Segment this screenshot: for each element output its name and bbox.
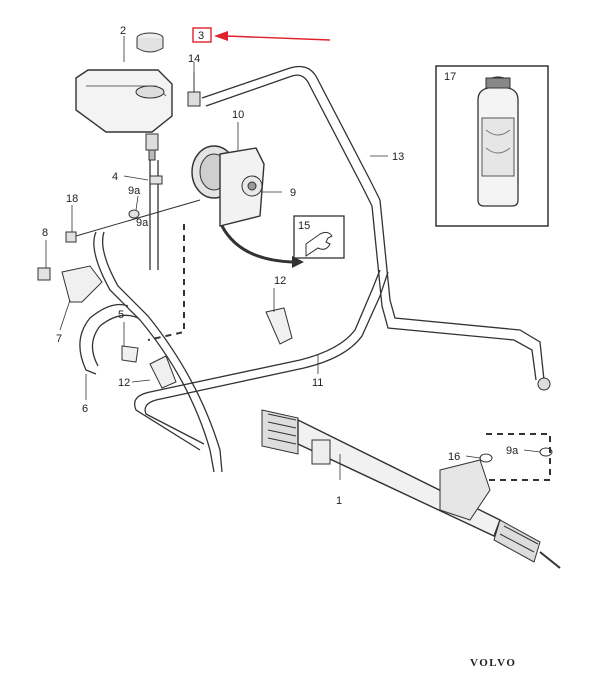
hoses: [79, 65, 545, 473]
reservoir: [75, 69, 173, 161]
brackets: [61, 265, 293, 389]
label-9a-rack: 9a: [506, 445, 519, 457]
o-rings: [479, 377, 553, 463]
label-2: 2: [120, 25, 126, 37]
reservoir-cap: [136, 32, 164, 53]
label-5: 5: [118, 309, 124, 321]
label-16: 16: [448, 451, 460, 463]
label-9: 9: [290, 187, 296, 199]
tool-15: 15: [293, 215, 345, 259]
brand-logo: VOLVO: [470, 657, 517, 669]
label-1: 1: [336, 495, 342, 507]
label-12-right: 12: [274, 275, 286, 287]
fluid-bottle-inset: 17: [435, 65, 549, 227]
label-10: 10: [232, 109, 244, 121]
steering-rack: [261, 409, 561, 569]
label-8: 8: [42, 227, 48, 239]
label-15: 15: [298, 220, 310, 232]
leader-lines: [45, 36, 541, 480]
label-11: 11: [312, 377, 323, 389]
label-18: 18: [66, 193, 78, 205]
highlight-part-3: [192, 27, 331, 43]
dashed-connectors: [147, 224, 551, 481]
label-3: 3: [198, 30, 204, 42]
arrow-to-tool: [220, 225, 293, 264]
label-7: 7: [56, 333, 62, 345]
label-4: 4: [112, 171, 118, 183]
label-13: 13: [392, 151, 404, 163]
clamp-14: [187, 72, 201, 107]
label-9a-pump: 9a: [128, 185, 141, 197]
part-labels: 1 2 3 4 5 6 7 8 9 9a 9a 9a 10 11 12 12 1…: [42, 25, 519, 507]
label-12-left: 12: [118, 377, 130, 389]
bolts: [37, 175, 201, 281]
label-17: 17: [444, 71, 456, 83]
power-steering-pump: [191, 145, 265, 227]
label-14: 14: [188, 53, 200, 65]
label-9a-pump-2: 9a: [136, 217, 149, 229]
label-6: 6: [82, 403, 88, 415]
